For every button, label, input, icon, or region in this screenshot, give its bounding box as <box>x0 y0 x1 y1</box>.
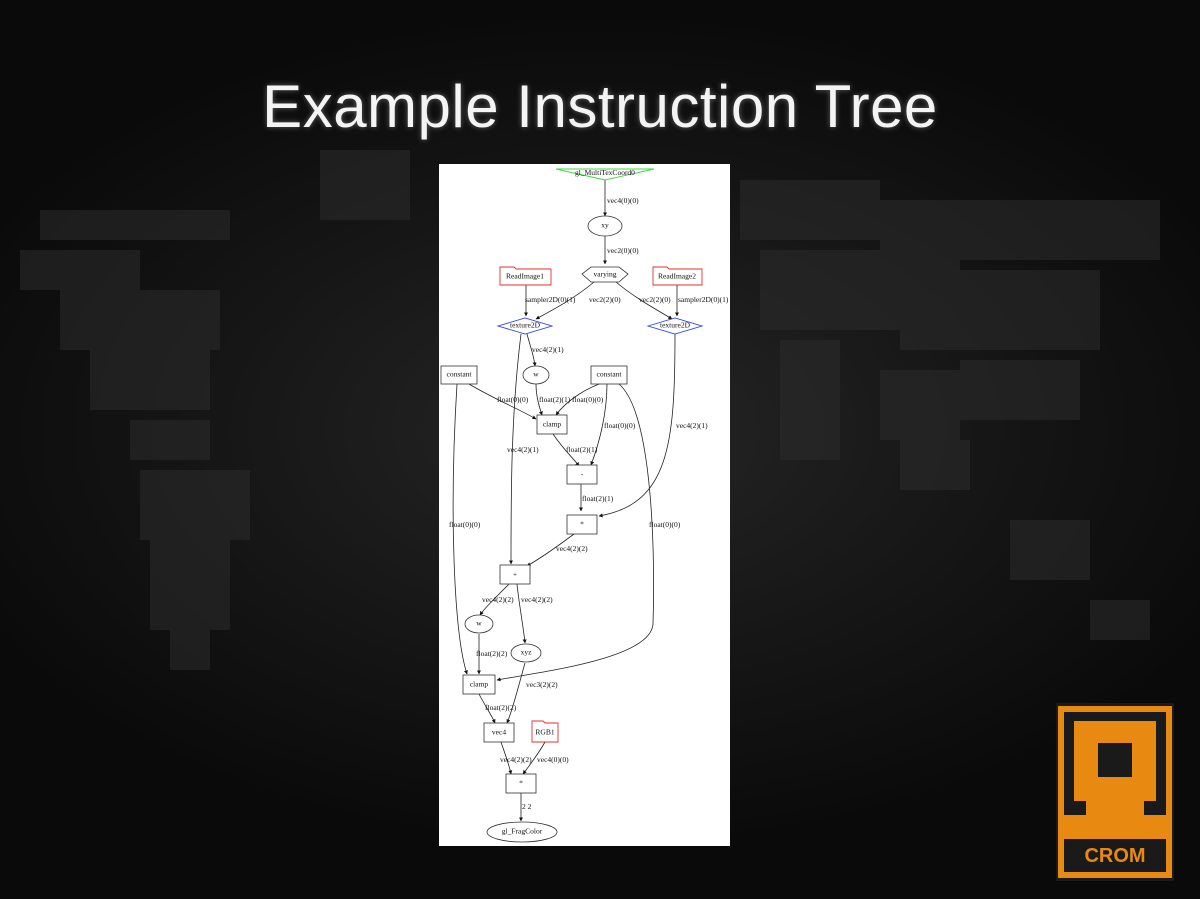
edge-label: vec4(0)(0) <box>607 196 639 205</box>
edge-constant-a-clamp <box>468 383 537 420</box>
svg-text:xy: xy <box>601 221 609 230</box>
node-w-top: w <box>522 365 550 385</box>
svg-text:ReadImage2: ReadImage2 <box>658 272 696 281</box>
edge-label: vec2(2)(0) <box>589 295 621 304</box>
edge-label: float(2)(1) <box>582 494 614 503</box>
node-texture2d-b: texture2D <box>646 317 704 335</box>
svg-text:+: + <box>513 570 517 579</box>
edge-w-clamp <box>535 383 543 416</box>
svg-text:gl_FragColor: gl_FragColor <box>502 827 543 836</box>
node-minus: - <box>566 464 598 485</box>
node-rgb1: RGB1 <box>531 720 559 743</box>
node-mul-final: * <box>505 773 537 794</box>
node-clamp-top: clamp <box>536 414 568 435</box>
edge-label: float(0)(0) <box>604 421 636 430</box>
edge-label: vec2(0)(0) <box>607 246 639 255</box>
svg-text:w: w <box>533 370 539 379</box>
node-texture2d-a: texture2D <box>496 317 554 335</box>
edge-label: vec4(2)(2) <box>521 595 553 604</box>
edge-label: float(0)(0) <box>449 520 481 529</box>
edge-label: float(0)(0) <box>572 395 604 404</box>
edge-texture2d-plus <box>509 333 522 565</box>
node-mul-mid: * <box>566 514 598 535</box>
svg-text:clamp: clamp <box>543 420 562 429</box>
edge-label: sampler2D(0)(1) <box>525 295 576 304</box>
svg-text:clamp: clamp <box>470 680 489 689</box>
node-output: gl_FragColor <box>486 821 558 843</box>
svg-text:gl_MultiTexCoord0: gl_MultiTexCoord0 <box>575 168 635 177</box>
edge-label: vec4(0)(0) <box>537 755 569 764</box>
edge-varying-texture2d-a <box>535 281 595 320</box>
edge-label: float(2)(1) <box>539 395 571 404</box>
svg-text:varying: varying <box>594 270 617 279</box>
svg-text:xyz: xyz <box>521 648 533 657</box>
edge-label: float(0)(0) <box>497 395 529 404</box>
node-varying: varying <box>581 266 629 283</box>
edge-rgb1-mul <box>522 741 546 775</box>
edge-label: float(0)(0) <box>649 520 681 529</box>
edge-label: vec4(2)(2) <box>500 755 532 764</box>
svg-text:constant: constant <box>597 370 623 379</box>
edge-plus-w <box>479 583 510 616</box>
edge-xyz-vec4 <box>506 662 526 724</box>
edge-texture2d-b-mul <box>598 333 676 518</box>
svg-text:w: w <box>476 619 482 628</box>
edge-label: 2 2 <box>522 802 532 811</box>
edge-constant-b-clamp <box>555 383 600 416</box>
svg-text:texture2D: texture2D <box>510 321 541 330</box>
node-readimage2: ReadImage2 <box>652 266 703 286</box>
edge-label: float(2)(1) <box>566 445 598 454</box>
node-clamp-bottom: clamp <box>462 674 496 695</box>
edge-constant-a-clamp-b <box>452 383 468 675</box>
edge-clamp-b-vec4 <box>478 693 496 724</box>
edge-label: vec4(2)(1) <box>532 345 564 354</box>
svg-text:*: * <box>519 779 523 788</box>
edge-clamp-minus <box>552 433 580 467</box>
node-xy: xy <box>587 215 623 237</box>
node-xyz: xyz <box>510 643 542 663</box>
node-readimage1: ReadImage1 <box>499 266 552 286</box>
edge-plus-xyz <box>516 583 527 644</box>
crom-logo: CROM <box>1056 703 1174 881</box>
svg-text:-: - <box>581 470 584 479</box>
edge-mul-plus <box>526 533 575 567</box>
svg-text:vec4: vec4 <box>492 728 506 737</box>
node-vec4: vec4 <box>483 722 515 743</box>
node-w-bottom: w <box>464 614 494 634</box>
edge-label: vec4(2)(2) <box>556 544 588 553</box>
edge-label: float(2)(2) <box>485 703 517 712</box>
edge-label: vec4(2)(2) <box>482 595 514 604</box>
edge-label: vec3(2)(2) <box>526 680 558 689</box>
svg-text:*: * <box>580 520 584 529</box>
edge-constant-b-clamp-b <box>496 383 655 682</box>
slide-title: Example Instruction Tree <box>262 73 938 140</box>
node-constant-b: constant <box>590 365 628 385</box>
svg-text:ReadImage1: ReadImage1 <box>506 272 544 281</box>
edge-label: vec4(2)(1) <box>676 421 708 430</box>
edge-label: vec2(2)(0) <box>639 295 671 304</box>
edge-label: float(2)(2) <box>476 649 508 658</box>
instruction-tree-diagram: vec4(0)(0) vec2(0)(0) sampler2D(0)(1) ve… <box>439 164 730 846</box>
edge-vec4-mul <box>500 741 513 775</box>
svg-text:constant: constant <box>447 370 473 379</box>
edge-label: vec4(2)(1) <box>507 445 539 454</box>
node-input: gl_MultiTexCoord0 <box>555 168 655 181</box>
edge-label: sampler2D(0)(1) <box>678 295 729 304</box>
node-plus: + <box>499 564 531 585</box>
node-constant-a: constant <box>440 365 478 385</box>
edge-constant-b-minus <box>590 383 608 466</box>
svg-text:texture2D: texture2D <box>660 321 691 330</box>
edge-texture2d-w <box>526 333 537 367</box>
edge-varying-texture2d-b <box>615 281 673 320</box>
svg-text:RGB1: RGB1 <box>535 728 554 737</box>
svg-text:CROM: CROM <box>1084 845 1145 867</box>
